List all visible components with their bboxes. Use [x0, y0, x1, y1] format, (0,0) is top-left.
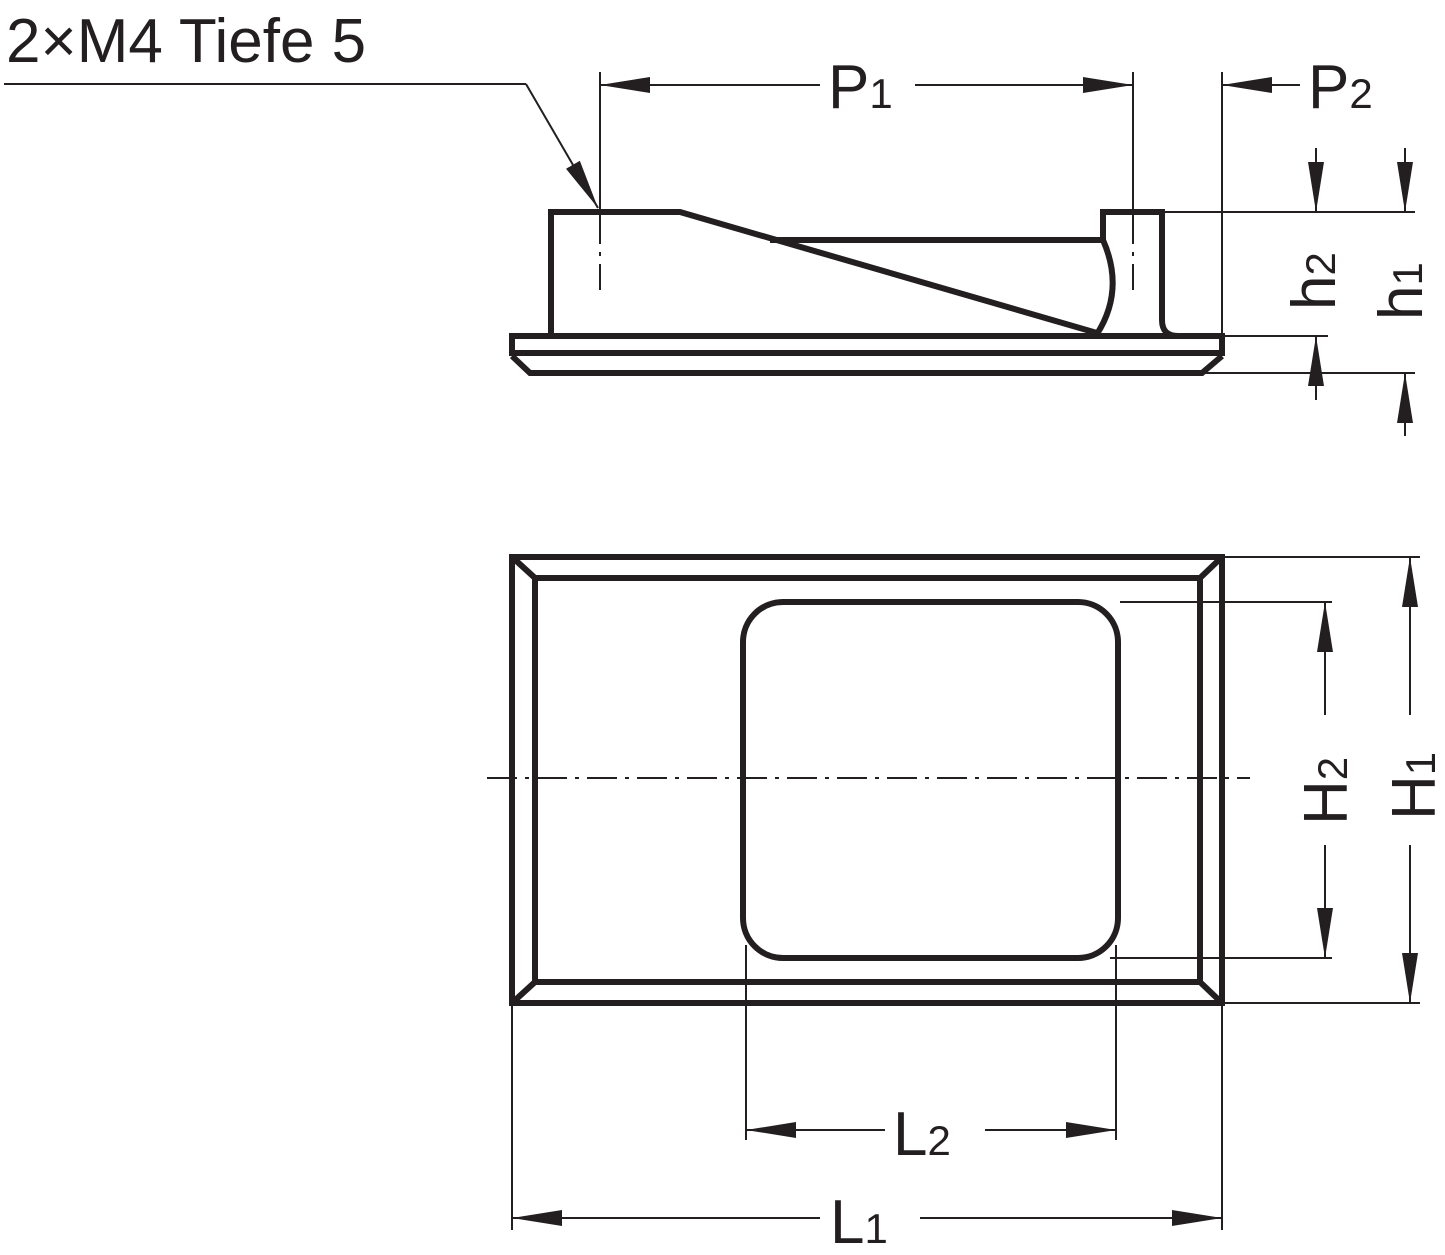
label-h1: h1 — [1367, 262, 1436, 320]
callout-leader — [4, 83, 599, 209]
label-L1: L1 — [830, 1188, 888, 1255]
dimension-H — [1110, 556, 1420, 1004]
top-view — [487, 554, 1250, 1006]
label-H2: H2 — [1292, 757, 1361, 825]
label-p1: P1 — [828, 53, 893, 122]
label-H1: H1 — [1380, 752, 1445, 820]
dimension-h — [1165, 148, 1415, 436]
label-h2: h2 — [1280, 252, 1349, 310]
dimension-p — [599, 72, 1300, 334]
dimension-L — [511, 945, 1223, 1230]
thread-callout: 2×M4 Tiefe 5 — [6, 7, 366, 76]
side-view — [509, 209, 1225, 376]
label-p2: P2 — [1308, 53, 1373, 122]
label-L2: L2 — [893, 1100, 951, 1169]
